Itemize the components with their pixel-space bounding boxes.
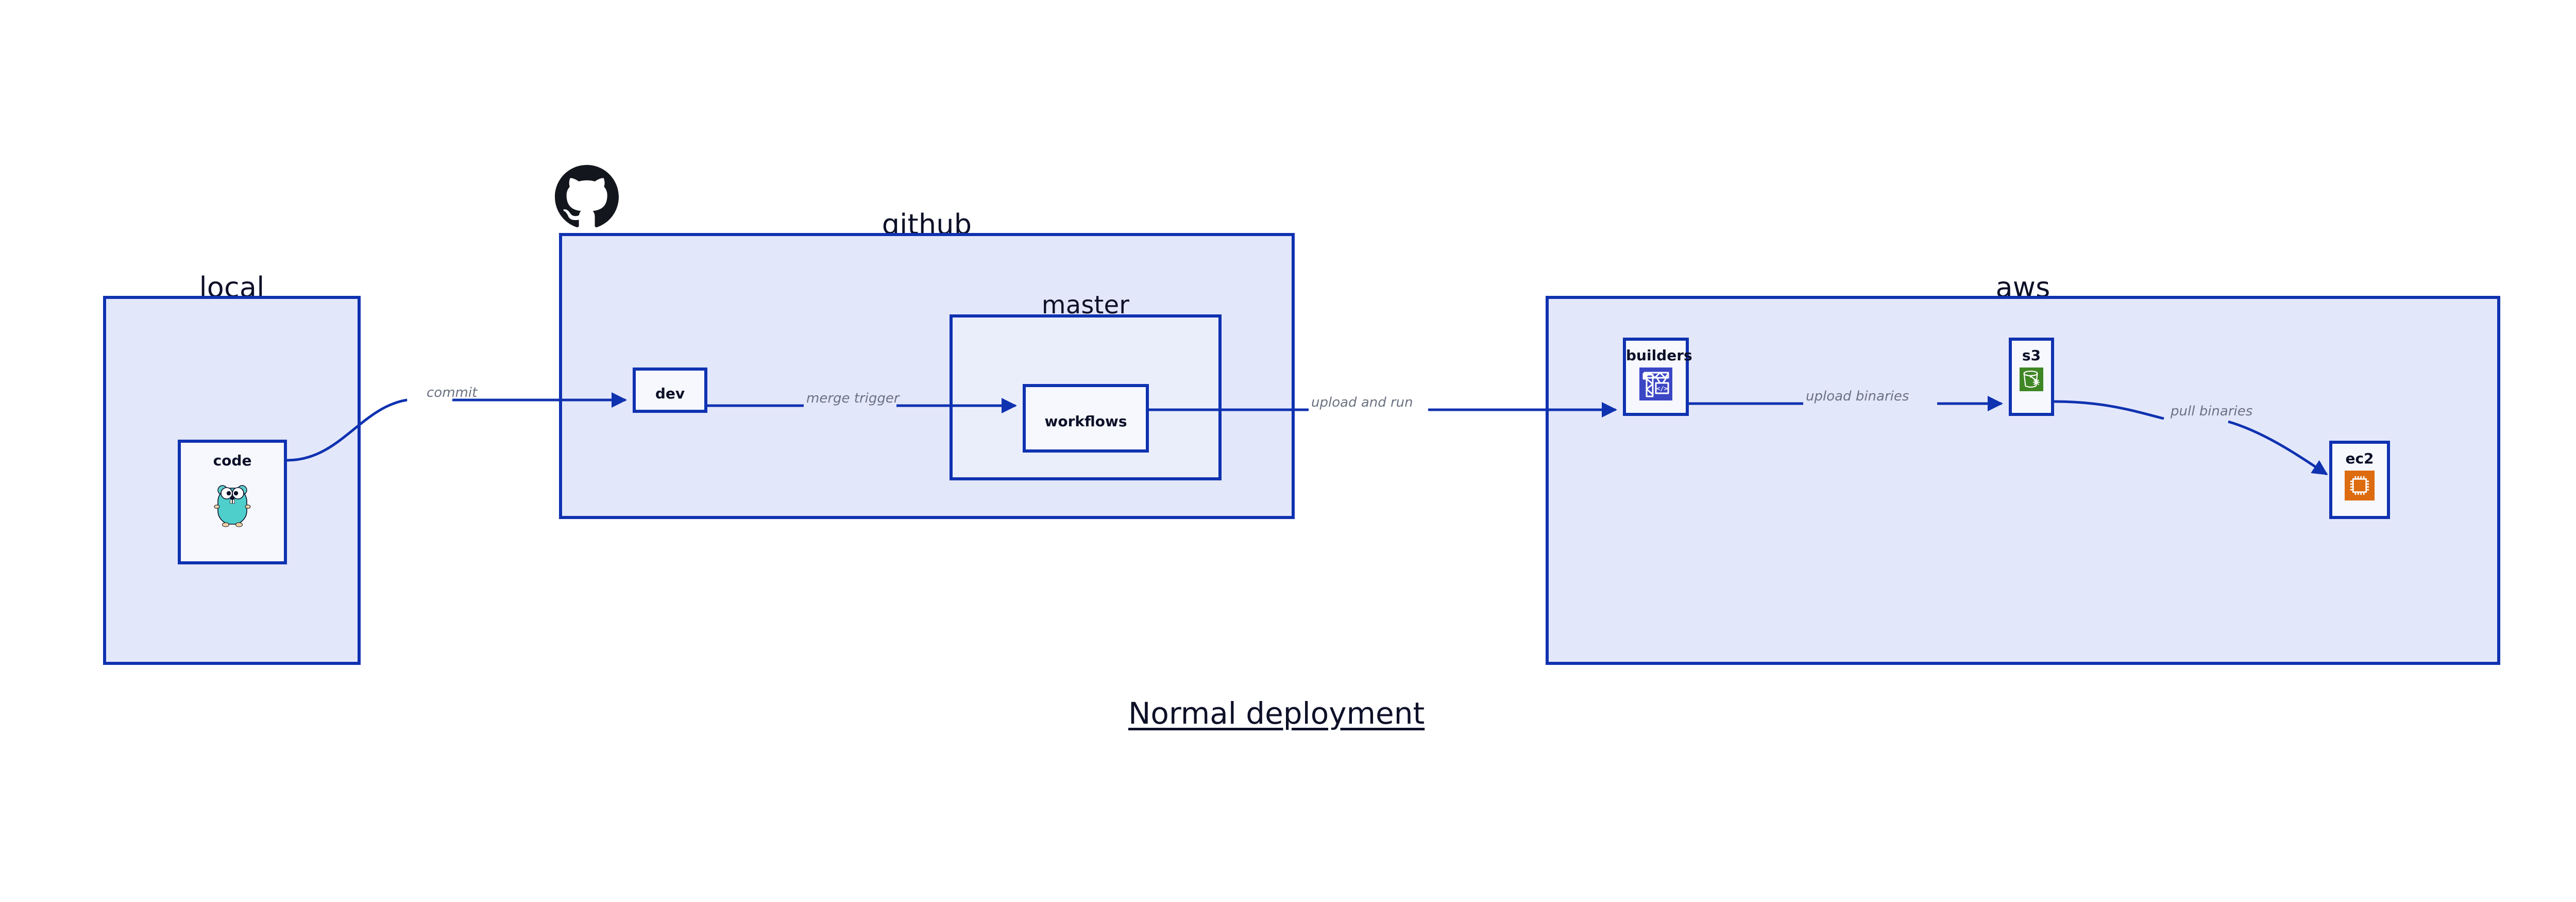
node-box-code[interactable]: code (178, 440, 287, 564)
node-box-builders[interactable]: builders < (1623, 338, 1692, 416)
node-box-s3[interactable]: s3 (2009, 338, 2054, 416)
node-label-builders: builders (1626, 347, 1692, 364)
edge-label-commit: commit (427, 385, 478, 400)
aws-ec2-chip-icon (2345, 471, 2375, 503)
node-label-s3: s3 (2022, 347, 2041, 364)
edge-label-upload-and-run: upload and run (1311, 395, 1413, 410)
aws-builders-crane-icon: </> (1639, 368, 1672, 403)
diagram-caption: Normal deployment (1128, 696, 1425, 731)
node-label-code: code (213, 452, 252, 469)
edge-label-pull-binaries: pull binaries (2171, 404, 2253, 419)
edge-label-upload-binaries: upload binaries (1806, 389, 1909, 404)
node-label-ec2: ec2 (2345, 450, 2374, 467)
go-gopher-icon (212, 481, 253, 532)
github-octocat-icon (555, 165, 619, 231)
node-box-dev[interactable]: dev (633, 368, 707, 413)
node-label-workflows: workflows (1044, 413, 1127, 430)
edge-label-merge-trigger: merge trigger (806, 391, 900, 406)
aws-s3-bucket-icon (2020, 368, 2043, 393)
node-box-workflows[interactable]: workflows (1023, 384, 1149, 453)
node-label-dev: dev (655, 385, 685, 402)
svg-text:</>: </> (1656, 385, 1668, 392)
node-box-ec2[interactable]: ec2 (2329, 441, 2390, 519)
